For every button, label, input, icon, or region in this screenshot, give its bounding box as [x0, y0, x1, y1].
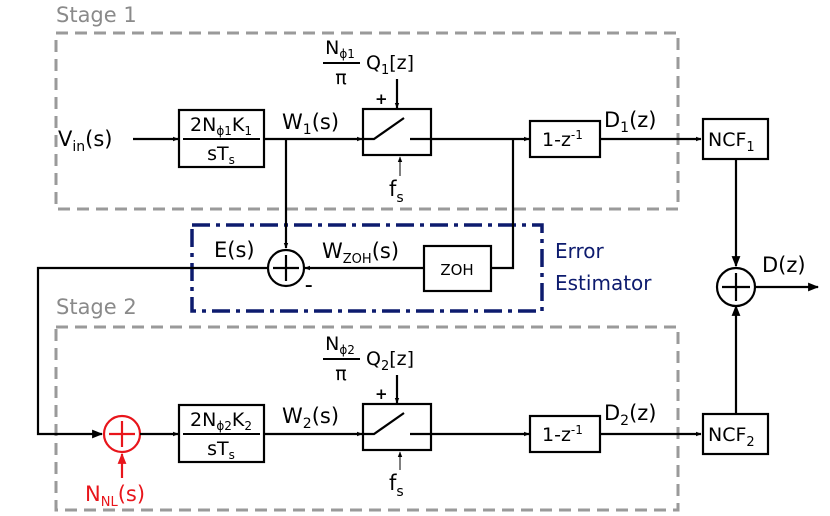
w1-label: W1(s) [282, 110, 339, 138]
integrator-2-numerator: 2Nϕ2K2 [190, 409, 252, 433]
quantizer-1-box [361, 107, 433, 157]
d2-label: D2(z) [604, 401, 657, 429]
sampling-2-label: fs [389, 471, 404, 500]
error-estimator-label-line2: Estimator [555, 271, 652, 295]
quantizer-2-gain-denominator: π [335, 363, 346, 385]
zoh-label: ZOH [440, 261, 473, 279]
ncf-1-label: NCF1 [708, 129, 755, 155]
error-summer-minus-sign: – [305, 276, 313, 294]
nnl-label: NNL(s) [85, 482, 145, 510]
sampling-1-label: fs [389, 177, 404, 206]
switch-1-icon [363, 117, 431, 141]
differentiator-1-label: 1-z-1 [542, 128, 583, 151]
error-summer-plus-icon [273, 255, 299, 281]
es-route-wire [36, 266, 268, 439]
stage-1-label: Stage 1 [56, 3, 137, 27]
differentiator-1-box [528, 119, 602, 159]
d1-label: D1(z) [604, 108, 657, 136]
ncf-2-label: NCF2 [708, 424, 755, 450]
switch-2-icon [363, 412, 431, 436]
quantizer-1-plus-sign: + [375, 90, 388, 108]
integrator-1-denominator: sTs [207, 143, 235, 167]
quantizer-2-gain-numerator: Nϕ2 [325, 333, 355, 357]
quantizer-2-plus-sign: + [375, 385, 388, 403]
quantizer-1-q-label: Q1[z] [366, 52, 414, 78]
wzoh-label: WZOH(s) [322, 239, 399, 267]
stage-2-frame [54, 325, 680, 512]
integrator-1-numerator: 2Nϕ1K1 [190, 114, 252, 138]
stage-1-frame [54, 31, 680, 211]
quantizer-2-q-label: Q2[z] [366, 348, 414, 374]
differentiator-2-label: 1-z-1 [542, 423, 583, 446]
stage-2-label: Stage 2 [56, 295, 137, 319]
output-summer-plus-icon [722, 273, 750, 301]
dz-label: D(z) [762, 253, 806, 277]
quantizer-1-gain-denominator: π [335, 67, 346, 89]
quantizer-1-gain-numerator: Nϕ1 [325, 37, 355, 61]
q-out-tap-wire [491, 139, 515, 270]
vin-label: Vin(s) [58, 127, 112, 155]
ncf-2-box [701, 412, 770, 456]
error-estimator-label-line1: Error [555, 239, 605, 263]
noise-summer-plus-icon [109, 421, 135, 447]
quantizer-2-box [361, 402, 433, 452]
differentiator-2-box [528, 414, 602, 454]
es-label: E(s) [214, 238, 255, 262]
integrator-2-denominator: sTs [207, 438, 235, 462]
w2-label: W2(s) [282, 404, 339, 432]
